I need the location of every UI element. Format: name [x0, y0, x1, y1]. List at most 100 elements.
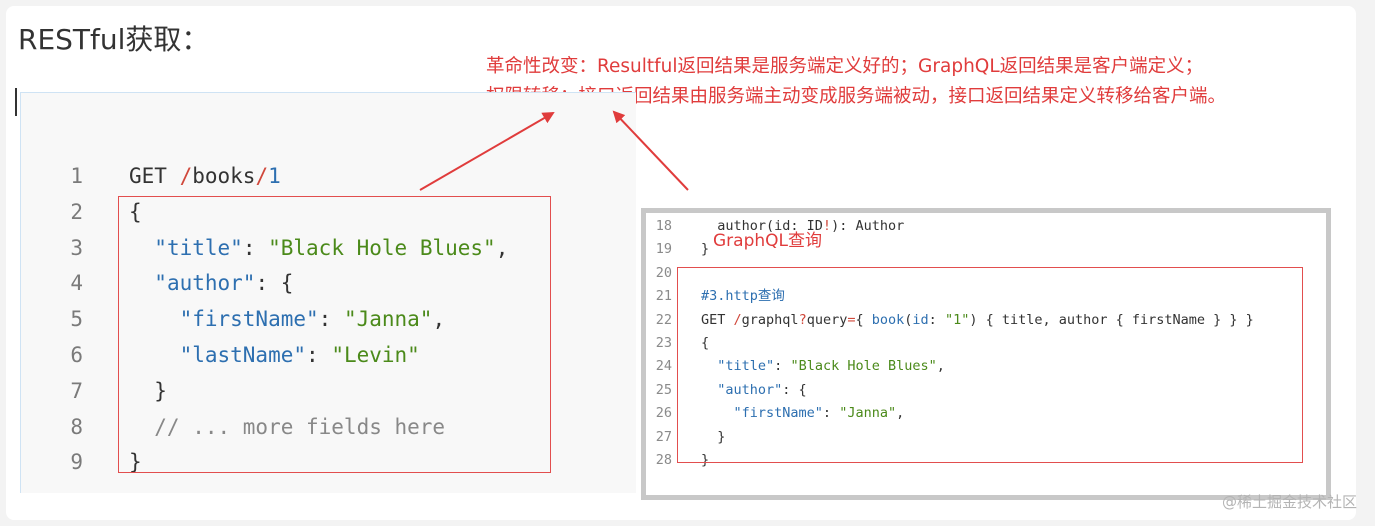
graphql-code-token: "title": [717, 358, 775, 375]
annotation-line-1: 革命性改变：Resultful返回结果是服务端定义好的；GraphQL返回结果是…: [486, 56, 1204, 77]
rest-code-token: ,: [432, 307, 446, 332]
arrow-to-annotation-from-rest: [419, 111, 555, 191]
rest-code-line: 9}: [21, 444, 141, 480]
graphql-code-line-number: 25: [655, 381, 672, 398]
rest-code-line: 8 // ... more fields here: [21, 409, 445, 445]
rest-code-line: 4 "author": {: [21, 265, 293, 301]
arrow-to-annotation-from-graphql: [612, 110, 689, 191]
rest-code-token: "Levin": [331, 343, 420, 367]
graphql-code-line-number: 26: [655, 405, 672, 422]
graphql-code-line: 28}: [646, 449, 709, 472]
graphql-code-line-code: {: [701, 332, 709, 355]
graphql-code-token: graphql: [741, 311, 799, 328]
graphql-code-line: 24 "title": "Black Hole Blues",: [646, 355, 945, 378]
section-heading: RESTful获取：: [18, 23, 210, 56]
graphql-code-token: author(id: ID: [701, 218, 823, 234]
rest-code-token: /: [255, 164, 269, 188]
graphql-code-line-number: 27: [655, 428, 672, 445]
rest-code-token: 1: [268, 164, 281, 188]
graphql-code-token: :: [822, 405, 840, 422]
rest-code-line: 3 "title": "Black Hole Blues",: [21, 230, 508, 266]
graphql-code-line-number: 19: [655, 241, 672, 258]
rest-code-line: 7 }: [21, 373, 167, 409]
rest-code-token: :: [242, 235, 269, 260]
graphql-code-line-number: 22: [655, 311, 672, 328]
rest-code-token: "firstName": [179, 307, 319, 332]
graphql-code-token: GET: [701, 311, 734, 328]
rest-code-token: {: [129, 199, 142, 224]
rest-code-token: books: [192, 164, 256, 188]
graphql-code-token: (: [904, 311, 913, 328]
graphql-code-line: 26 "firstName": "Janna",: [646, 402, 905, 425]
graphql-code-token: !: [822, 218, 832, 234]
graphql-code-line-code: GET /graphql?query={ book(id: "1") { tit…: [701, 309, 1254, 332]
rest-code-token: "Janna": [343, 307, 433, 332]
graphql-code-token: ?: [798, 311, 807, 328]
rest-code-line-number: 7: [70, 378, 83, 403]
graphql-code-line: 21 #3.http查询: [646, 285, 785, 308]
rest-code-line-code: // ... more fields here: [129, 409, 445, 445]
graphql-code-line: 20: [646, 262, 672, 285]
rest-code-token: // ... more fields here: [129, 414, 446, 439]
rest-code-line-code: "firstName": "Janna",: [129, 301, 446, 337]
rest-code-line-code: "title": "Black Hole Blues",: [129, 230, 508, 266]
graphql-code-token: :: [774, 358, 791, 375]
rest-code-token: "lastName": [179, 343, 307, 367]
rest-code-token: /: [179, 164, 193, 188]
graphql-code-line: 23 {: [646, 332, 709, 355]
rest-code-line-number: 5: [70, 307, 83, 332]
graphql-code-line: 27 }: [646, 426, 726, 449]
rest-code-token: : {: [255, 271, 294, 296]
graphql-code-token: query: [806, 311, 848, 328]
rest-code-line-code: "author": {: [129, 265, 293, 301]
graphql-code-line: 18 author(id: ID!): Author: [646, 215, 904, 238]
text-cursor: [15, 88, 17, 116]
rest-code-line: 5 "firstName": "Janna",: [21, 301, 445, 337]
graphql-code-line: 22 GET /graphql?query={ book(id: "1") { t…: [646, 309, 1254, 332]
rest-code-line-number: 6: [70, 343, 83, 367]
rest-code-line-number: 1: [70, 164, 83, 188]
graphql-code-token: {: [701, 335, 710, 351]
rest-code-line-code: {: [129, 194, 142, 230]
rest-code-token: "author": [154, 271, 256, 296]
rest-code-line-number: 8: [70, 414, 83, 439]
graphql-code-token: "author": [717, 381, 783, 398]
graphql-code-token: :: [928, 311, 945, 328]
rest-code-token: "title": [154, 235, 243, 260]
annotation-line-2: 权限转移：接口返回结果由服务端主动变成服务端被动，接口返回结果定义转移给客户端。: [486, 86, 1227, 107]
rest-code-line-code: }: [129, 373, 167, 409]
graphql-code-token: ): Author: [831, 218, 905, 234]
rest-code-token: :: [318, 307, 344, 332]
graphql-code-line-code: author(id: ID!): Author: [701, 215, 904, 238]
graphql-code-line-code: "author": {: [701, 379, 807, 402]
graphql-code-line-number: 24: [655, 358, 672, 375]
graphql-code-token: =: [847, 311, 856, 328]
graphql-code-line-code: #3.http查询: [701, 285, 785, 308]
graphql-query-label: GraphQL查询: [713, 231, 822, 251]
rest-response-highlight-box: [118, 196, 551, 473]
graphql-code-token: /: [733, 311, 742, 328]
graphql-code-line-code: }: [701, 238, 709, 261]
graphql-code-token: book: [871, 311, 905, 328]
rest-code-line-code: }: [129, 444, 142, 480]
graphql-code-line-number: 21: [655, 288, 672, 305]
rest-code-line: 6 "lastName": "Levin": [21, 337, 419, 373]
rest-code-line-code: GET /books/1: [129, 158, 281, 194]
graphql-code-token: }: [701, 428, 726, 445]
rest-code-token: }: [129, 378, 167, 403]
graphql-code-token: "firstName": [733, 405, 823, 422]
graphql-code-line: 19}: [646, 238, 709, 261]
graphql-code-line: 25 "author": {: [646, 379, 807, 402]
graphql-code-line-code: "title": "Black Hole Blues",: [701, 355, 945, 378]
graphql-code-token: ) { title, author { firstName } } }: [969, 311, 1254, 328]
graphql-code-token: }: [701, 241, 710, 258]
rest-code-line-number: 2: [70, 199, 83, 224]
rest-code-line: 2{: [21, 194, 141, 230]
graphql-code-token: : {: [782, 381, 807, 398]
graphql-code-line-number: 23: [655, 335, 672, 351]
graphql-code-token: "Black Hole Blues": [790, 358, 937, 375]
graphql-code-token: ,: [936, 358, 945, 375]
